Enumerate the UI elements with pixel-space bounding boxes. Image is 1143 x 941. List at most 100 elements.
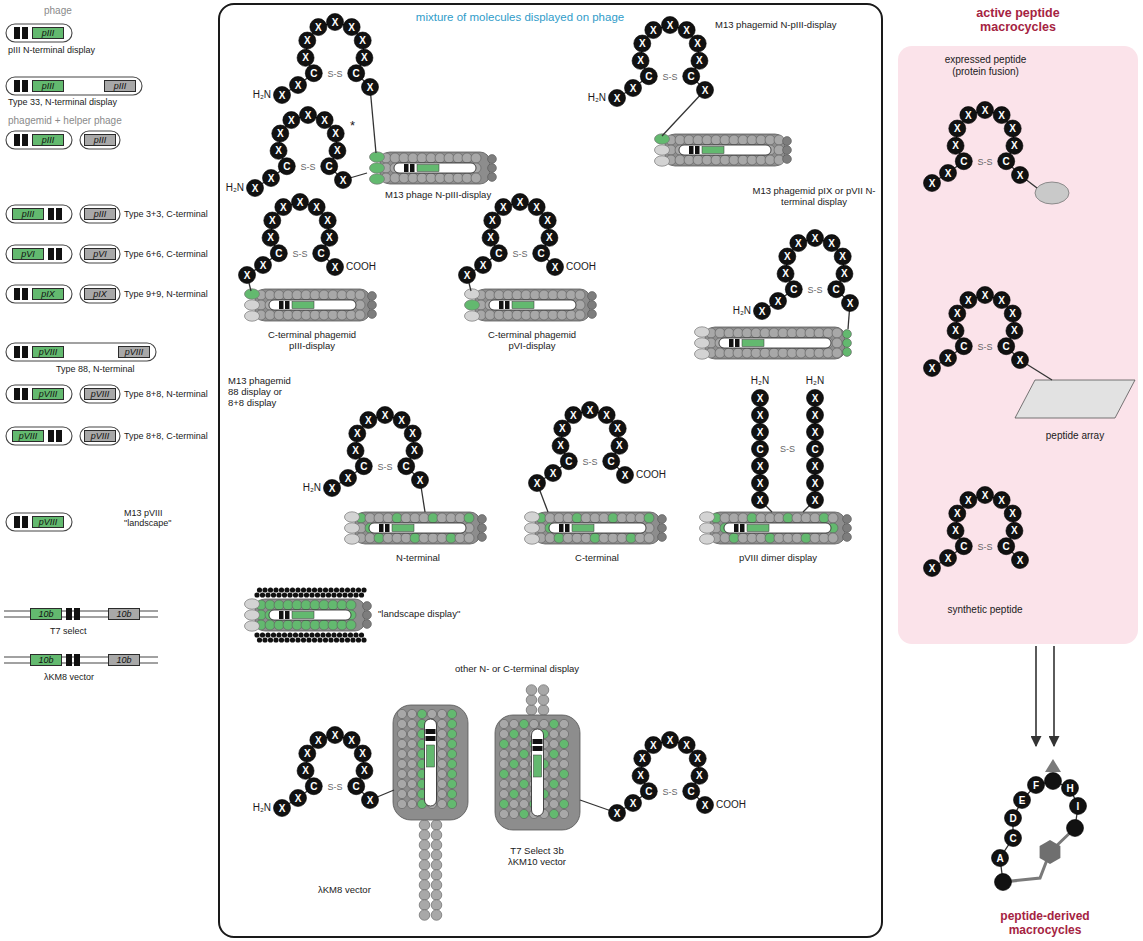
phage-particle-part bbox=[306, 637, 311, 642]
residue-letter: X bbox=[275, 199, 292, 216]
phage-particle-part bbox=[437, 799, 446, 808]
peptide-part bbox=[324, 480, 341, 497]
peptide bbox=[239, 194, 344, 292]
display-label: M13 phagemid 88 display or 8+8 display bbox=[228, 376, 294, 409]
phage-particle-part bbox=[765, 135, 775, 145]
phage-particle-part bbox=[559, 759, 568, 768]
vector-label: Type 8+8, N-terminal bbox=[124, 389, 208, 399]
disulfide-label: S-S bbox=[780, 444, 795, 454]
phage-particle-part bbox=[549, 779, 558, 788]
phage-particle-part bbox=[801, 533, 811, 543]
active-panel: active peptide macrocyclesexpressed pept… bbox=[898, 46, 1138, 644]
linker bbox=[1020, 360, 1052, 380]
peptide-part bbox=[960, 107, 977, 124]
gene-box: pIII bbox=[32, 27, 64, 39]
peptide bbox=[754, 230, 859, 330]
phage-particle-part bbox=[437, 533, 447, 543]
peptide bbox=[274, 727, 395, 817]
phage-particle-part bbox=[383, 513, 393, 523]
phage-particle-part bbox=[312, 587, 317, 592]
phage-particle-part bbox=[563, 513, 573, 523]
phage-particle-part bbox=[747, 135, 757, 145]
phage-particle-part bbox=[295, 637, 300, 642]
phage-particle-part bbox=[675, 155, 685, 165]
phage-particle-part bbox=[419, 870, 430, 881]
phage-particle-part bbox=[617, 533, 627, 543]
vector-map-part bbox=[14, 134, 20, 146]
disulfide-label: S-S bbox=[512, 249, 527, 259]
phage-particle-part bbox=[747, 513, 757, 523]
gene-box: 10b bbox=[30, 608, 62, 620]
phage-particle-part bbox=[695, 349, 710, 359]
phage-particle-part bbox=[431, 830, 442, 841]
phage-particle-part bbox=[326, 592, 331, 597]
residue-letter: X bbox=[940, 165, 957, 182]
gene-box: pIII bbox=[32, 134, 64, 146]
phage-particle-part bbox=[320, 592, 325, 597]
phage-particle-part bbox=[419, 513, 429, 523]
peptide-part bbox=[297, 49, 314, 66]
phage-particle-part bbox=[519, 759, 528, 768]
phage-particle-part bbox=[715, 348, 725, 358]
phage-particle-part bbox=[274, 290, 284, 300]
peptide-part bbox=[924, 175, 941, 192]
phage-particle-part bbox=[323, 587, 328, 592]
phage-particle-part bbox=[512, 302, 534, 309]
vector-label: Type 33, N-terminal display bbox=[8, 97, 117, 107]
residue-letter: X bbox=[960, 492, 977, 509]
phage-particle-part bbox=[626, 533, 636, 543]
disulfide-label: S-S bbox=[662, 787, 677, 797]
phage-particle-part bbox=[778, 348, 788, 358]
peptide-part bbox=[547, 259, 564, 276]
phage-particle-part bbox=[455, 533, 465, 543]
residue-letter: X bbox=[297, 49, 314, 66]
phage-particle bbox=[245, 289, 377, 321]
phage-particle-part bbox=[608, 513, 618, 523]
phage-particle-part bbox=[287, 632, 292, 637]
phage-particle-part bbox=[255, 289, 370, 321]
display-label: M13 phagemid pIX or pVII N-terminal disp… bbox=[752, 186, 877, 208]
phage-particle-part bbox=[426, 729, 436, 734]
vector-map-part bbox=[6, 343, 156, 361]
phage-particle-part bbox=[740, 524, 745, 532]
vector-map-part bbox=[14, 388, 20, 400]
peptide-part bbox=[683, 68, 700, 85]
peptide-part bbox=[993, 492, 1010, 509]
panel-caption: synthetic peptide bbox=[935, 604, 1035, 616]
macrocycle-part bbox=[1000, 781, 1078, 882]
display-label: λKM8 vector bbox=[318, 885, 371, 896]
phage-particle-part bbox=[393, 705, 468, 820]
phage-particle-part bbox=[538, 695, 549, 706]
gene-box: pVIII bbox=[12, 430, 44, 442]
phage-particle-part bbox=[488, 173, 497, 182]
residue-letter: X bbox=[565, 407, 582, 424]
peptide-part bbox=[292, 194, 309, 211]
phage-particle-part bbox=[431, 890, 442, 901]
disulfide-label: S-S bbox=[292, 249, 307, 259]
residue-letter: C bbox=[998, 153, 1015, 170]
phage-particle-part bbox=[554, 533, 564, 543]
phage-particle-part bbox=[738, 155, 748, 165]
phage-particle-part bbox=[512, 310, 522, 320]
phage-particle-part bbox=[519, 749, 528, 758]
residue-letter: X bbox=[609, 420, 626, 437]
peptide-part bbox=[777, 265, 794, 282]
phage-particle-part bbox=[509, 759, 518, 768]
residue-letter: X bbox=[552, 437, 569, 454]
gene-name: 10b bbox=[38, 610, 53, 619]
phage-particle-part bbox=[590, 533, 600, 543]
residue-letter: X bbox=[290, 790, 307, 807]
peptide-part bbox=[239, 267, 256, 284]
phage-particle-part bbox=[426, 736, 436, 741]
phage-particle-part bbox=[471, 173, 481, 183]
macrocycle-part bbox=[1028, 777, 1045, 794]
vector-label: Type 3+3, C-terminal bbox=[124, 209, 208, 219]
phage-particle-part bbox=[431, 870, 442, 881]
phage-particle-part bbox=[464, 533, 474, 543]
gene-name: pIX bbox=[41, 290, 55, 299]
phage-particle-part bbox=[374, 513, 384, 523]
phage-particle-part bbox=[519, 739, 528, 748]
phage-particle-part bbox=[823, 328, 833, 338]
residue-letter: X bbox=[310, 19, 327, 36]
peptide-part bbox=[998, 338, 1015, 355]
